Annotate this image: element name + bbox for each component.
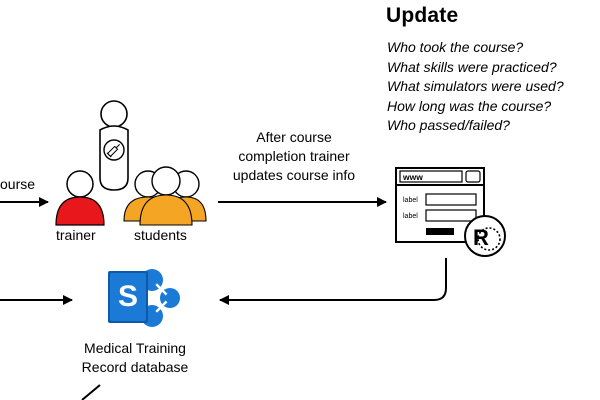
arrow-label-line: updates course info — [232, 167, 356, 183]
trainer-figure — [55, 170, 105, 226]
question-item: What simulators were used? — [387, 78, 564, 94]
update-arrow-label: After course completion trainer updates … — [214, 128, 374, 185]
syringe-icon — [106, 143, 121, 158]
field1-label: label — [403, 197, 418, 204]
question-item: Who passed/failed? — [387, 117, 510, 133]
update-questions: Who took the course? What skills were pr… — [387, 38, 564, 136]
question-item: Who took the course? — [387, 39, 524, 55]
r-badge-letter: R — [473, 225, 489, 250]
return-arrow — [219, 258, 447, 305]
database-label: Medical Training Record database — [60, 339, 210, 377]
bottom-connector — [81, 384, 101, 400]
question-item: How long was the course? — [387, 97, 552, 114]
instructor-figure — [99, 100, 129, 191]
field2-label: label — [403, 213, 418, 220]
web-form-icon — [395, 167, 485, 243]
sharepoint-letter: S — [118, 280, 138, 313]
trainer-label: trainer — [56, 227, 96, 243]
arrow-label-line: completion trainer — [238, 148, 350, 164]
sharepoint-icon: S — [108, 269, 180, 327]
update-title: Update — [386, 4, 459, 27]
database-label-line: Record database — [81, 359, 189, 375]
question-item: What skills were practiced? — [387, 58, 557, 75]
incoming-label: ourse — [0, 176, 36, 192]
browser-url: www — [402, 172, 423, 182]
r-badge-icon — [464, 215, 506, 257]
arrow-label-line: After course — [256, 129, 332, 145]
database-label-line: Medical Training — [84, 340, 186, 356]
students-label: students — [134, 227, 187, 243]
students-figures — [123, 166, 207, 226]
